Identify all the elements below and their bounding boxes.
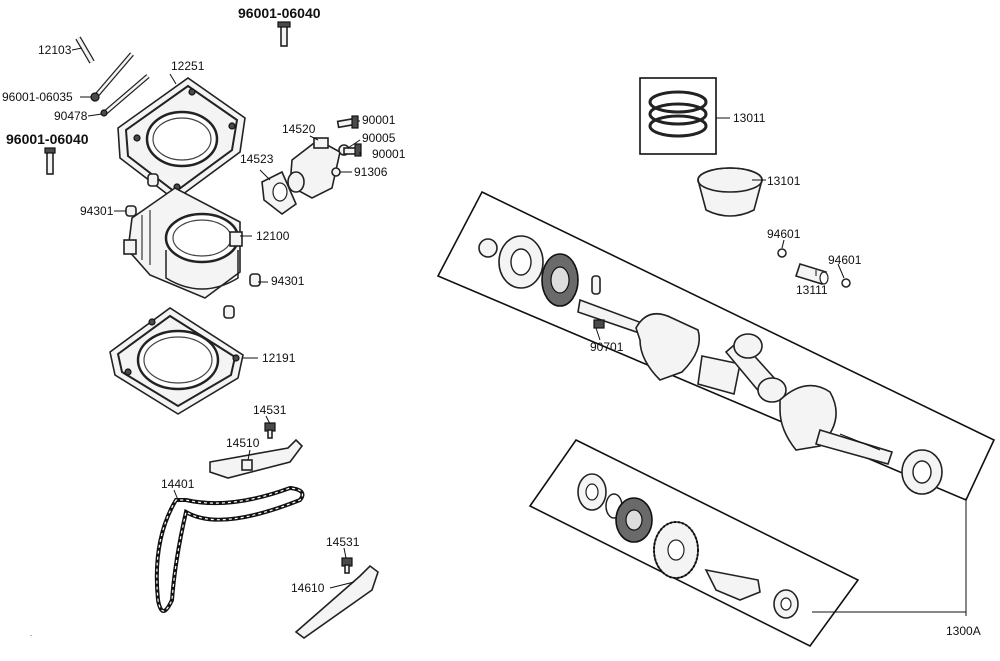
washer-91306 bbox=[331, 167, 341, 177]
dowel-94301-b bbox=[223, 273, 261, 319]
chain-tensioner-guide-14610 bbox=[294, 564, 379, 639]
cylinder-12100 bbox=[123, 187, 243, 299]
label-12103: 12103 bbox=[38, 43, 72, 57]
label-96001-06040-left: 96001-06040 bbox=[6, 131, 89, 147]
label-94301-a: 94301 bbox=[80, 204, 114, 218]
label-14510: 14510 bbox=[226, 436, 260, 450]
label-94301-b: 94301 bbox=[271, 274, 305, 288]
label-14531-a: 14531 bbox=[253, 403, 287, 417]
label-12191: 12191 bbox=[262, 351, 296, 365]
leader-lines bbox=[71, 47, 967, 616]
label-14401: 14401 bbox=[161, 477, 195, 491]
label-94601-a: 94601 bbox=[767, 227, 801, 241]
circlip-94601-a bbox=[777, 248, 787, 258]
label-13011: 13011 bbox=[733, 111, 766, 125]
circlip-94601-b bbox=[841, 278, 851, 288]
label-13101: 13101 bbox=[767, 174, 801, 188]
label-14531-b: 14531 bbox=[326, 535, 360, 549]
bolt-96001-06040-left bbox=[44, 147, 56, 175]
label-12251: 12251 bbox=[171, 59, 205, 73]
cam-chain-14401 bbox=[154, 485, 305, 613]
bolt-90001-a bbox=[336, 115, 359, 129]
label-90005: 90005 bbox=[362, 131, 396, 145]
bolt-14531-a bbox=[264, 422, 276, 439]
stud-96001-06035 bbox=[90, 52, 134, 102]
bolt-90478 bbox=[100, 74, 150, 117]
label-90478: 90478 bbox=[54, 109, 88, 123]
label-91306: 91306 bbox=[354, 165, 388, 179]
label-90001-a: 90001 bbox=[362, 113, 396, 127]
svg-text:.: . bbox=[30, 629, 32, 638]
cylinder-head-gasket-12251 bbox=[117, 77, 246, 202]
label-1300A: 1300A bbox=[946, 624, 981, 638]
label-14610: 14610 bbox=[291, 581, 325, 595]
label-14523: 14523 bbox=[240, 152, 274, 166]
label-14520: 14520 bbox=[282, 122, 316, 136]
label-90701: 90701 bbox=[590, 340, 624, 354]
dowel-94301-a bbox=[125, 173, 159, 217]
piston-13101 bbox=[697, 167, 763, 217]
dowel-12103 bbox=[75, 36, 95, 64]
balancer-assembly-box-1300A bbox=[528, 438, 860, 648]
gasket-14523 bbox=[261, 170, 297, 215]
piston-pin-13111 bbox=[794, 263, 829, 285]
label-94601-b: 94601 bbox=[828, 253, 862, 267]
chain-guide-14510 bbox=[209, 438, 304, 479]
bolt-90001-b bbox=[343, 143, 362, 157]
label-90001-b: 90001 bbox=[372, 147, 406, 161]
cylinder-base-gasket-12191 bbox=[109, 307, 244, 415]
label-96001-06040-top: 96001-06040 bbox=[238, 5, 321, 21]
label-12100: 12100 bbox=[256, 229, 290, 243]
label-96001-06035: 96001-06035 bbox=[2, 90, 73, 104]
cam-chain-tensioner-14520 bbox=[287, 137, 341, 199]
crankshaft-assembly-box bbox=[436, 190, 996, 502]
bolt-96001-06040-top bbox=[277, 21, 291, 47]
piston-rings-box-13011 bbox=[639, 77, 717, 155]
bolt-14531-b bbox=[341, 557, 353, 574]
label-13111: 13111 bbox=[796, 283, 828, 297]
